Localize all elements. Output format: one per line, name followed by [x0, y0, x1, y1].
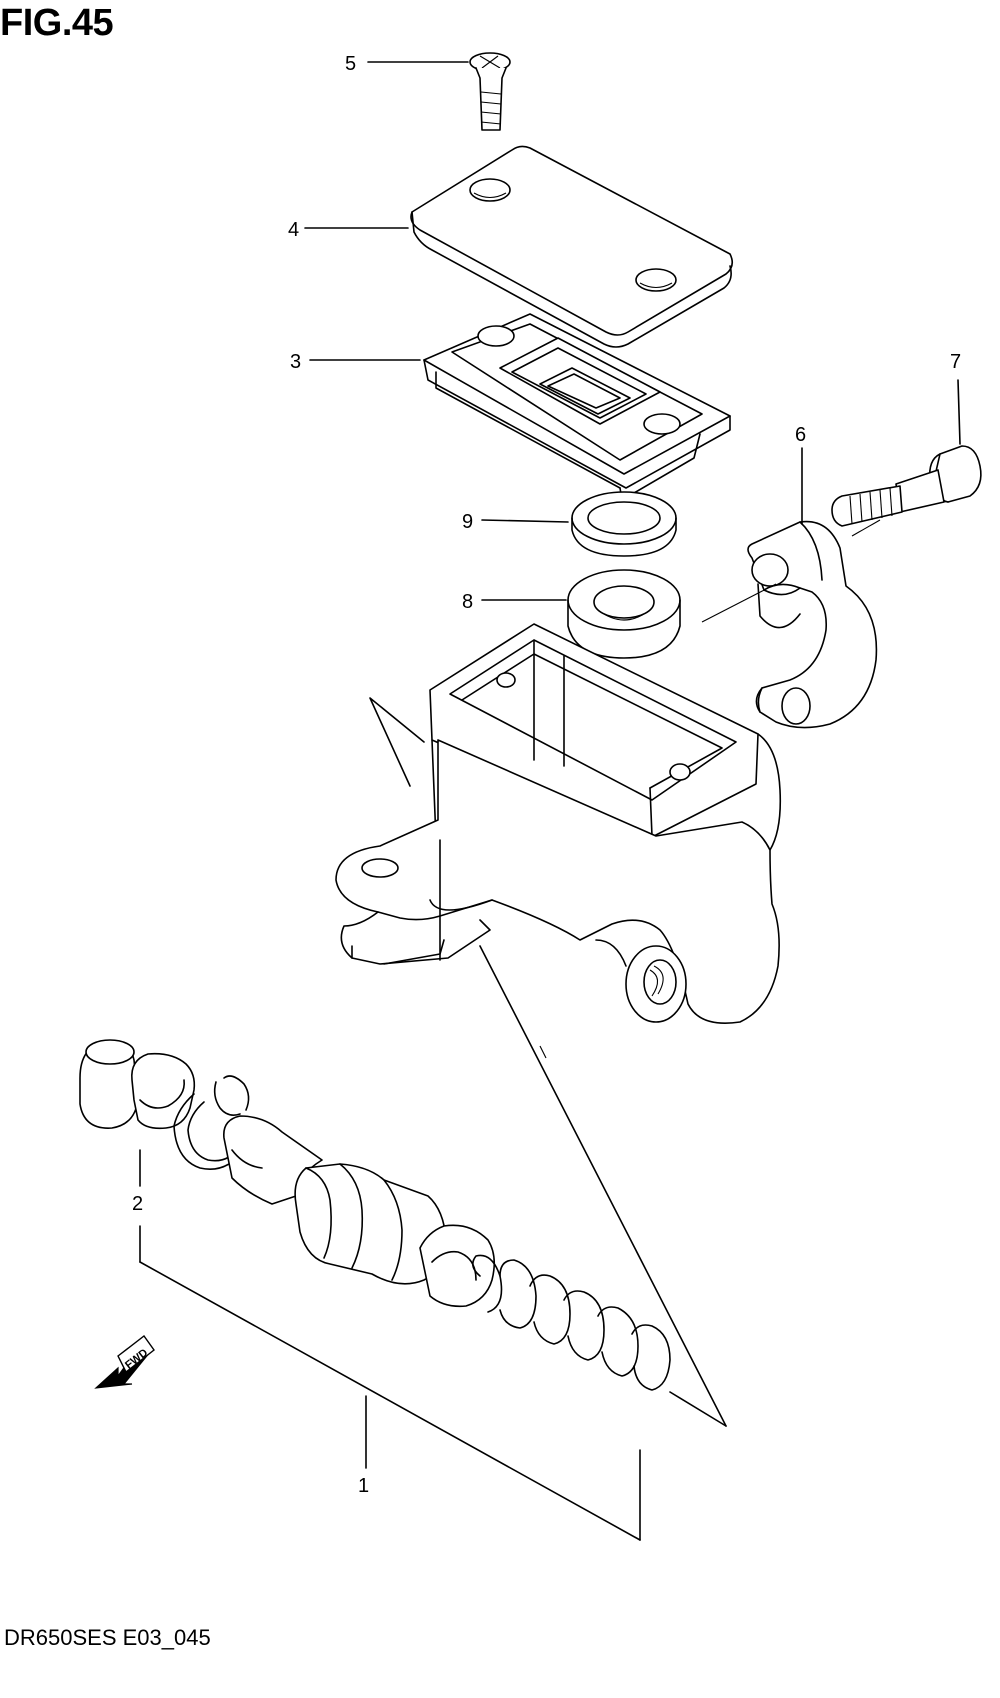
callout-6[interactable]: 6 — [795, 424, 806, 446]
master-cylinder-body[interactable] — [335, 623, 782, 1024]
projection-top — [369, 697, 425, 787]
fwd-arrow-icon: FWD — [94, 1335, 155, 1389]
leader-9 — [481, 519, 569, 523]
callout-3[interactable]: 3 — [290, 351, 301, 373]
callout-8[interactable]: 8 — [462, 591, 473, 613]
part-5-screw[interactable] — [469, 52, 511, 131]
callout-9[interactable]: 9 — [462, 511, 473, 533]
callout-4[interactable]: 4 — [288, 219, 299, 241]
callout-1[interactable]: 1 — [358, 1475, 369, 1497]
part-4-reservoir-cap[interactable] — [410, 145, 734, 348]
callout-5[interactable]: 5 — [345, 53, 356, 75]
part-9-ring[interactable] — [571, 491, 677, 557]
leader-7 — [957, 379, 961, 445]
part-3-diaphragm[interactable] — [423, 313, 731, 501]
part-7-bolt[interactable] — [831, 445, 982, 527]
diagram-code: DR650SES E03_045 — [4, 1625, 211, 1650]
figure-title: FIG.45 — [0, 2, 114, 44]
callout-bracket — [139, 1149, 641, 1541]
callout-2[interactable]: 2 — [132, 1193, 143, 1215]
projection-right — [479, 945, 727, 1427]
part-6-clamp[interactable] — [747, 520, 878, 729]
part-8-seal[interactable] — [567, 569, 681, 659]
part-2-piston-kit[interactable] — [79, 1039, 671, 1391]
callout-7[interactable]: 7 — [950, 351, 961, 373]
